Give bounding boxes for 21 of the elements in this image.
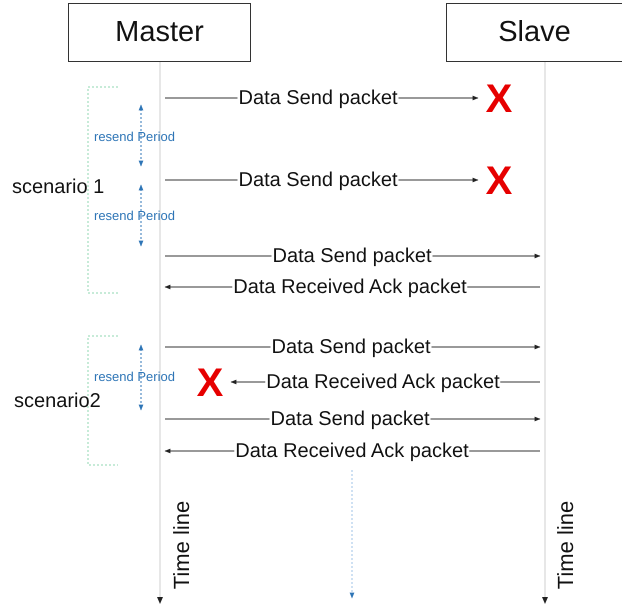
- edge-label: Data Send packet: [238, 87, 398, 109]
- edge-label: Data Send packet: [238, 169, 398, 191]
- lost-mark: X: [195, 364, 225, 402]
- lost-mark: X: [484, 80, 514, 118]
- edge-label: Data Send packet: [270, 408, 430, 430]
- lost-mark: X: [484, 162, 514, 200]
- period-label: resend Period: [94, 130, 175, 144]
- lifeline-header: Slave: [446, 3, 622, 62]
- axis-label: Time line: [170, 500, 194, 590]
- edge-label: Data Received Ack packet: [234, 440, 470, 462]
- scenario-label: scenario 1: [12, 176, 104, 198]
- lifeline-header: Master: [68, 3, 251, 62]
- scenario-label: scenario2: [14, 390, 101, 412]
- edge-label: Data Send packet: [270, 336, 432, 358]
- timeline-arrow: [540, 62, 550, 605]
- edge-label: Data Send packet: [272, 245, 432, 267]
- edge-label: Data Received Ack packet: [265, 371, 501, 393]
- period-label: resend Period: [94, 370, 175, 384]
- axis-label: Time line: [554, 500, 578, 590]
- period-label: resend Period: [94, 209, 175, 224]
- edge-label: Data Received Ack packet: [232, 276, 468, 298]
